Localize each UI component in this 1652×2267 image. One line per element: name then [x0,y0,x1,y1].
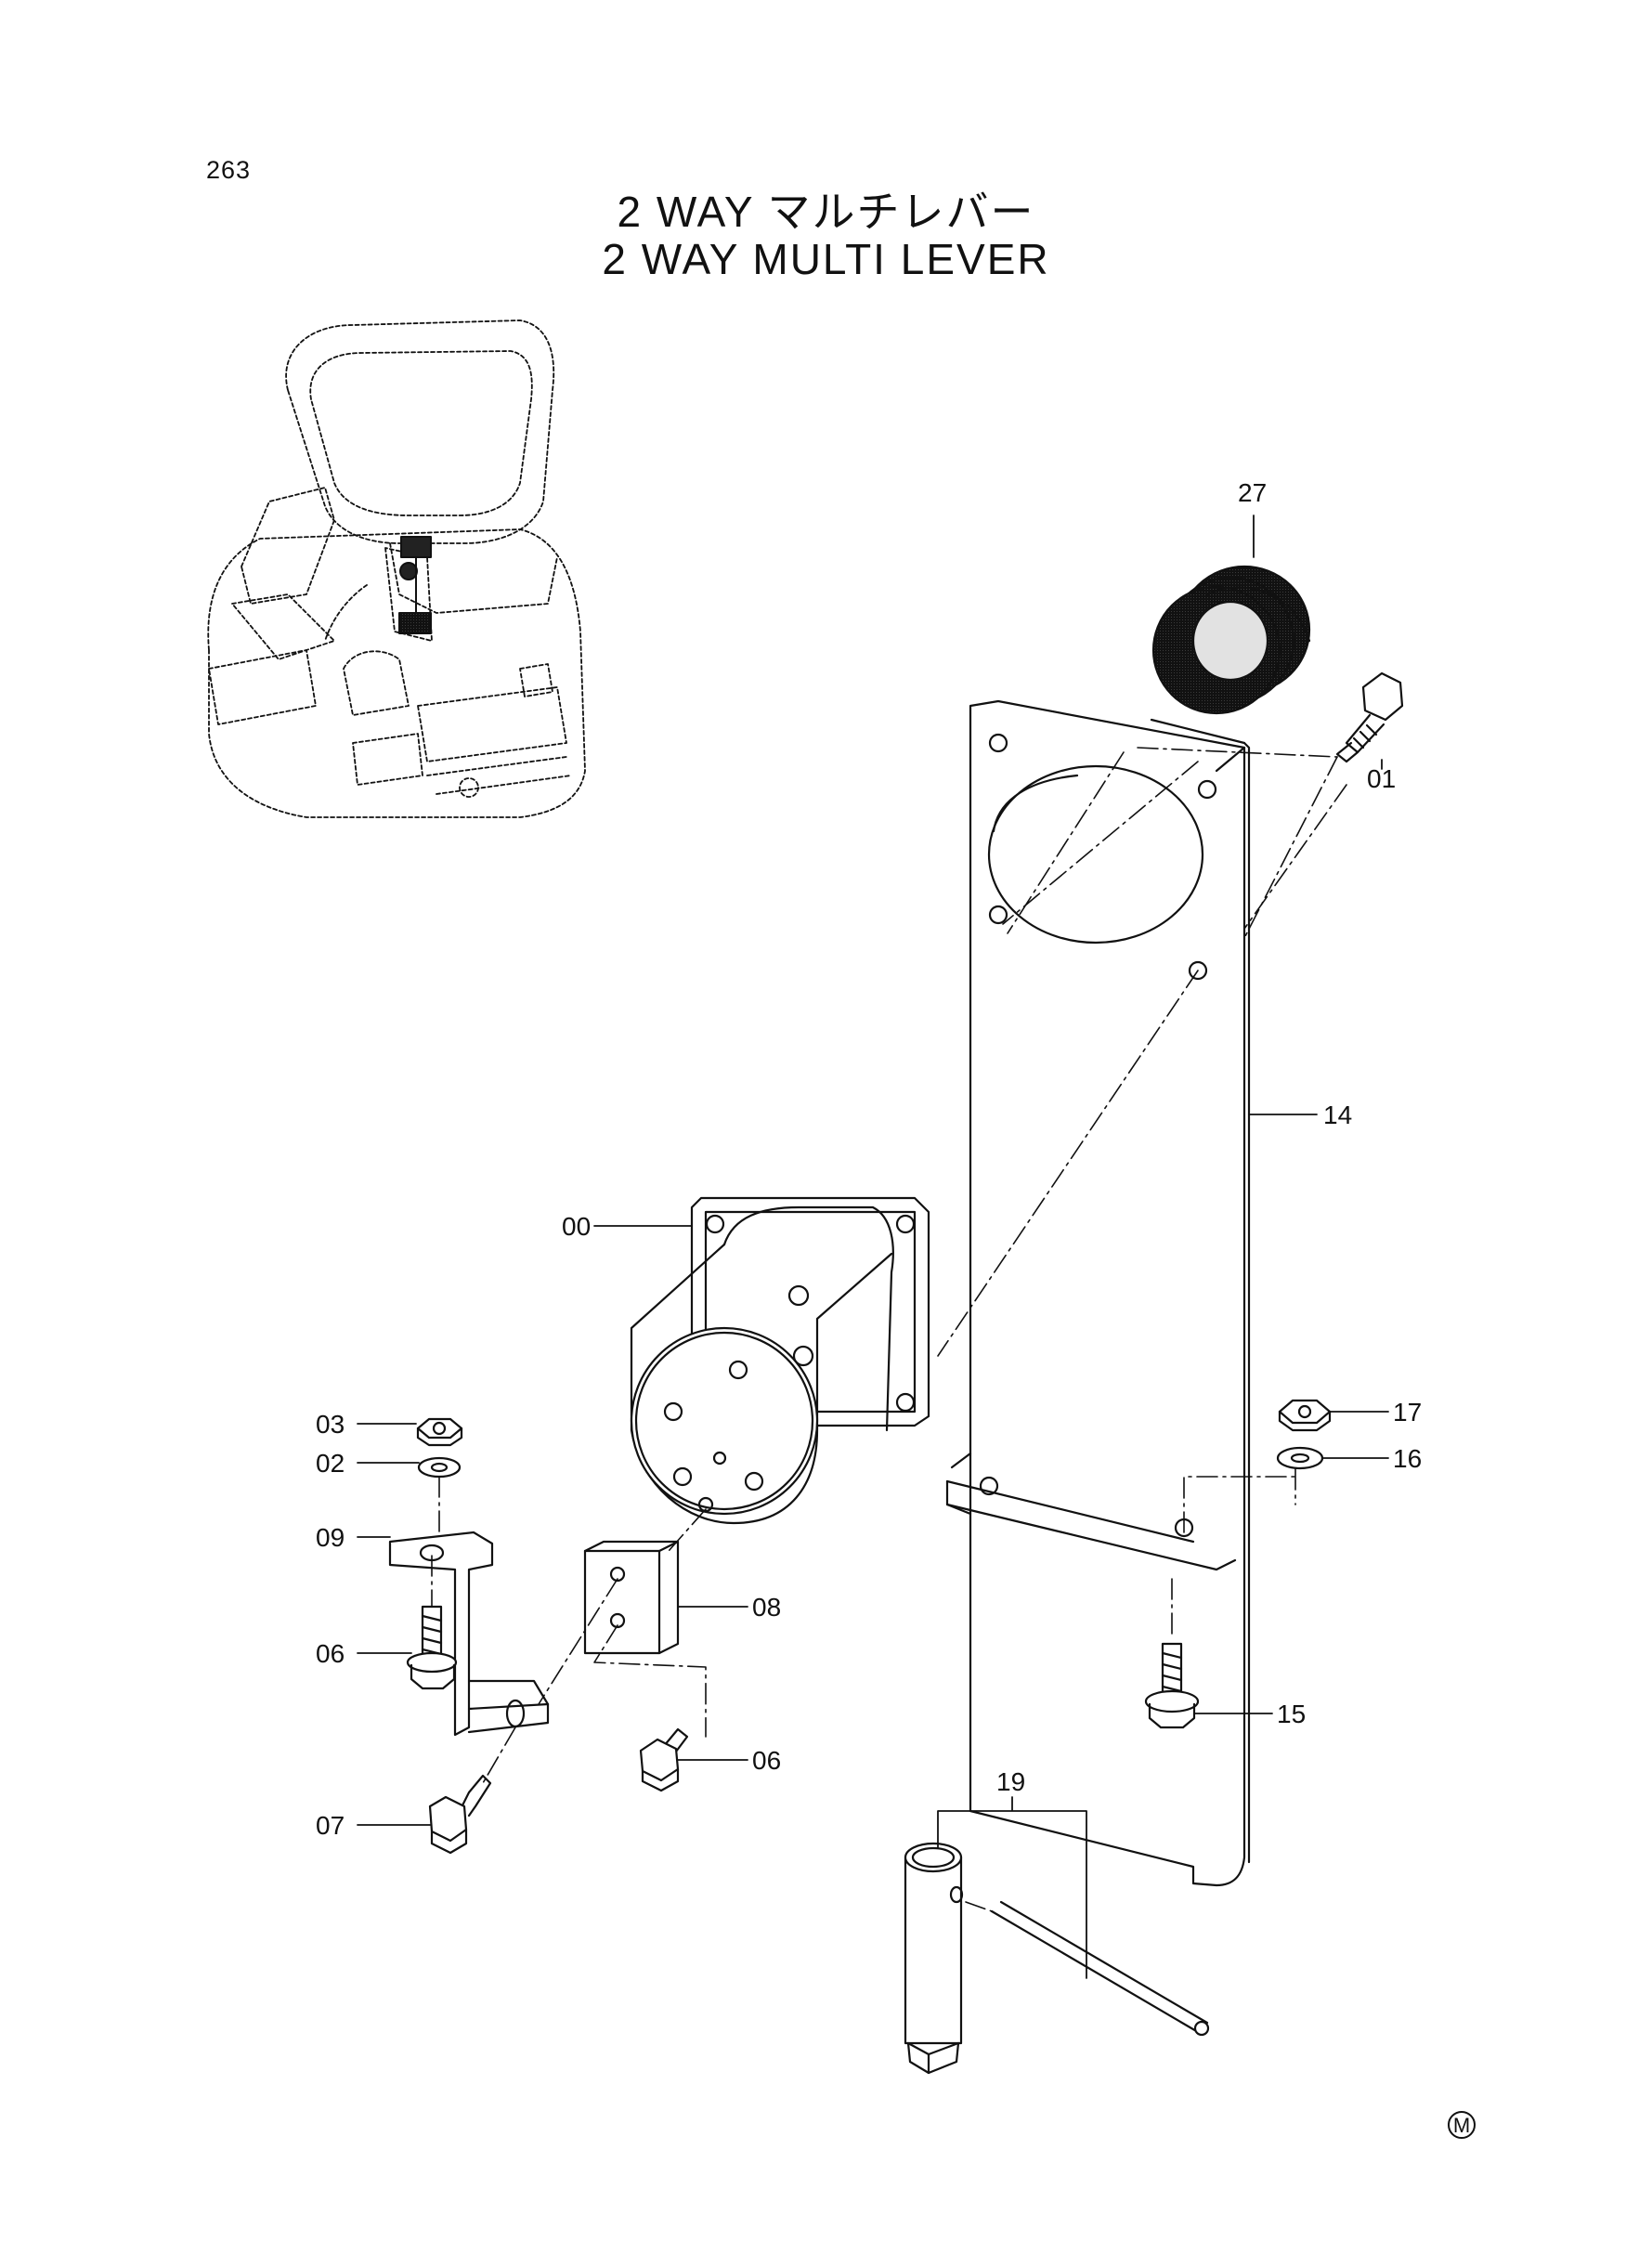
title-japanese: 2 WAY マルチレバー [617,188,1035,236]
bolt-07 [428,1774,492,1855]
callout-labels: 27 01 14 00 03 02 09 06 07 08 06 17 16 1… [316,478,1422,1840]
lever-highlight [398,536,432,634]
title-english: 2 WAY MULTI LEVER [602,235,1050,283]
callout-02: 02 [316,1449,345,1478]
callout-19: 19 [996,1767,1025,1796]
callout-06-left: 06 [316,1639,345,1668]
excavator-overview-sketch [207,319,586,818]
pilot-valve-00 [630,1196,930,1525]
washer-16 [1276,1446,1324,1470]
alignment-lines [431,747,1347,1912]
callout-07: 07 [316,1811,345,1840]
callout-03: 03 [316,1410,345,1439]
bolt-15 [1144,1642,1200,1729]
bolt-06-left [406,1605,458,1690]
circled-m-mark: M [1448,2111,1476,2139]
callout-15: 15 [1277,1700,1306,1728]
washer-02 [417,1456,462,1479]
nut-17 [1278,1399,1332,1432]
page-number: 263 [206,156,252,184]
lever-assembly-19 [904,1842,1210,2075]
callout-01: 01 [1367,764,1396,793]
grommet-27 [1151,565,1311,715]
plate-08 [583,1540,680,1655]
mark-m-letter: M [1453,2114,1470,2137]
callout-06-right: 06 [752,1746,781,1775]
callout-14: 14 [1323,1101,1352,1129]
leader-lines [357,515,1389,1979]
callout-09: 09 [316,1523,345,1552]
bolt-01 [1335,671,1404,763]
callout-27: 27 [1238,478,1267,507]
callout-16: 16 [1393,1444,1422,1473]
nut-03 [416,1417,463,1447]
bracket-09 [388,1531,550,1737]
bracket-14 [945,699,1251,1887]
bolt-06-right [639,1727,689,1792]
callout-08: 08 [752,1593,781,1622]
callout-17: 17 [1393,1398,1422,1427]
callout-00: 00 [562,1212,591,1241]
